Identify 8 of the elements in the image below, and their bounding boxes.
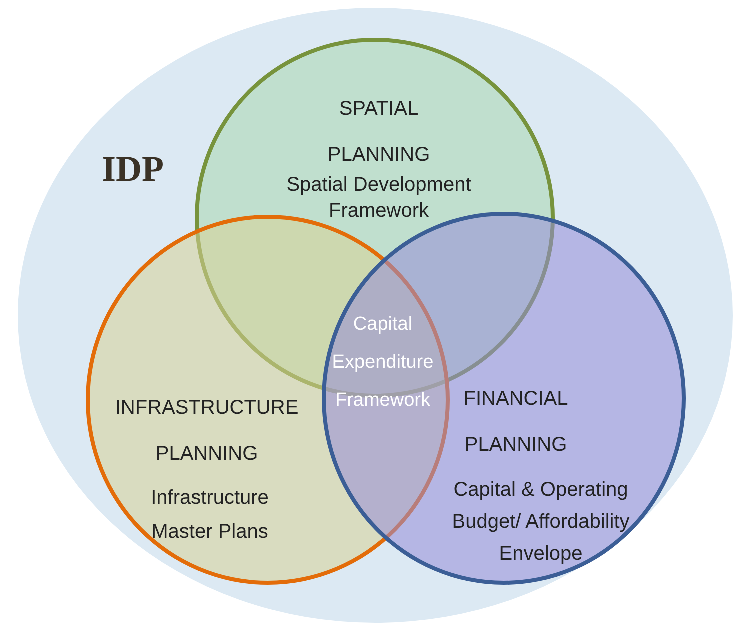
circle-heading: INFRASTRUCTURE PLANNING xyxy=(114,396,300,467)
circle-text: Spatial Development Framework xyxy=(286,173,472,224)
overlap-label: Capital Expenditure Framework xyxy=(331,313,435,413)
ellipse-heading: IDP xyxy=(102,148,165,190)
circle-heading: SPATIAL PLANNING xyxy=(326,97,432,168)
circle-heading: FINANCIAL PLANNING xyxy=(462,387,570,458)
circle-text: Capital & Operating Budget/ Affordability Envelope xyxy=(451,478,631,567)
circle-text: Infrastructure Master Plans xyxy=(150,486,270,545)
